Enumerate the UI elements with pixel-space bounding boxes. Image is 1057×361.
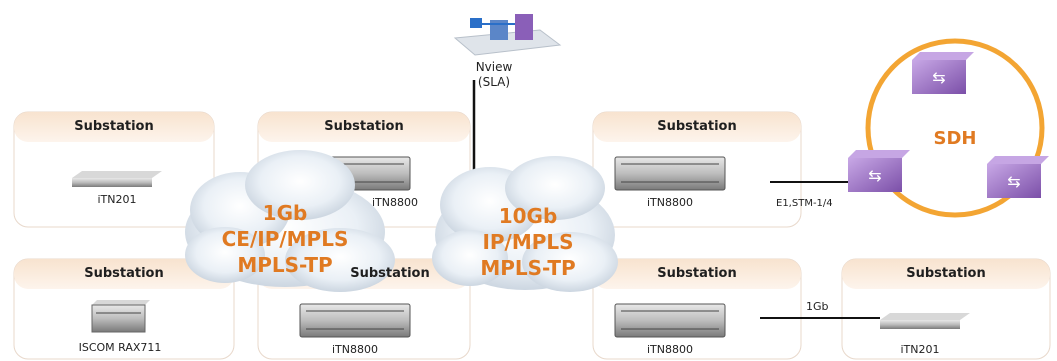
- device-label: iTN8800: [647, 343, 693, 356]
- device-label: ISCOM RAX711: [78, 341, 162, 354]
- cloud-1gb-line1: 1Gb: [262, 201, 308, 225]
- cloud-1gb-line2: CE/IP/MPLS: [221, 227, 349, 251]
- substation-title: Substation: [906, 266, 986, 281]
- substation-title: Substation: [74, 119, 154, 134]
- device-itn201: [72, 171, 162, 187]
- device-iscom-rax711: [91, 300, 150, 333]
- device-itn201: [880, 313, 970, 329]
- cloud-10gb-line1: 10Gb: [498, 204, 558, 228]
- sdh-router-icon: ⇆: [848, 150, 910, 192]
- cloud-10gb-label: 10Gb IP/MPLS MPLS-TP: [448, 203, 608, 281]
- device-label: iTN201: [97, 193, 137, 206]
- substation-title: Substation: [324, 119, 404, 134]
- e1-link-label: E1,STM-1/4: [776, 198, 833, 209]
- device-label: iTN8800: [372, 196, 418, 209]
- cloud-1gb: [185, 150, 395, 292]
- device-label: iTN201: [900, 343, 940, 356]
- substation-box: [13, 111, 215, 228]
- cloud-1gb-line3: MPLS-TP: [237, 253, 333, 277]
- gb-link-label: 1Gb: [806, 300, 829, 313]
- device-itn8800: [614, 156, 726, 191]
- substation-title: Substation: [84, 266, 164, 281]
- device-label: iTN8800: [647, 196, 693, 209]
- device-label: iTN8800: [332, 343, 378, 356]
- substation-title: Substation: [350, 266, 430, 281]
- substation-title: Substation: [657, 119, 737, 134]
- cloud-1gb-label: 1Gb CE/IP/MPLS MPLS-TP: [200, 200, 370, 278]
- cloud-10gb: [432, 156, 618, 292]
- nview-line1: Nview: [475, 60, 513, 74]
- device-itn8800: [614, 303, 726, 338]
- cloud-10gb-line3: MPLS-TP: [480, 256, 576, 280]
- svg-text:⇆: ⇆: [1007, 172, 1020, 191]
- substation-box: [841, 258, 1051, 360]
- nview-label: Nview (SLA): [464, 60, 524, 90]
- sdh-router-icon: ⇆: [912, 52, 974, 94]
- sdh-router-icon: ⇆: [987, 156, 1049, 198]
- nview-line2: (SLA): [477, 75, 511, 89]
- nview-server-icon: [453, 14, 562, 56]
- svg-text:⇆: ⇆: [868, 166, 881, 185]
- svg-text:⇆: ⇆: [932, 68, 945, 87]
- device-itn8800: [299, 303, 411, 338]
- sdh-ring: [865, 38, 1045, 218]
- cloud-10gb-line2: IP/MPLS: [482, 230, 574, 254]
- substation-title: Substation: [657, 266, 737, 281]
- sdh-label: SDH: [933, 128, 977, 149]
